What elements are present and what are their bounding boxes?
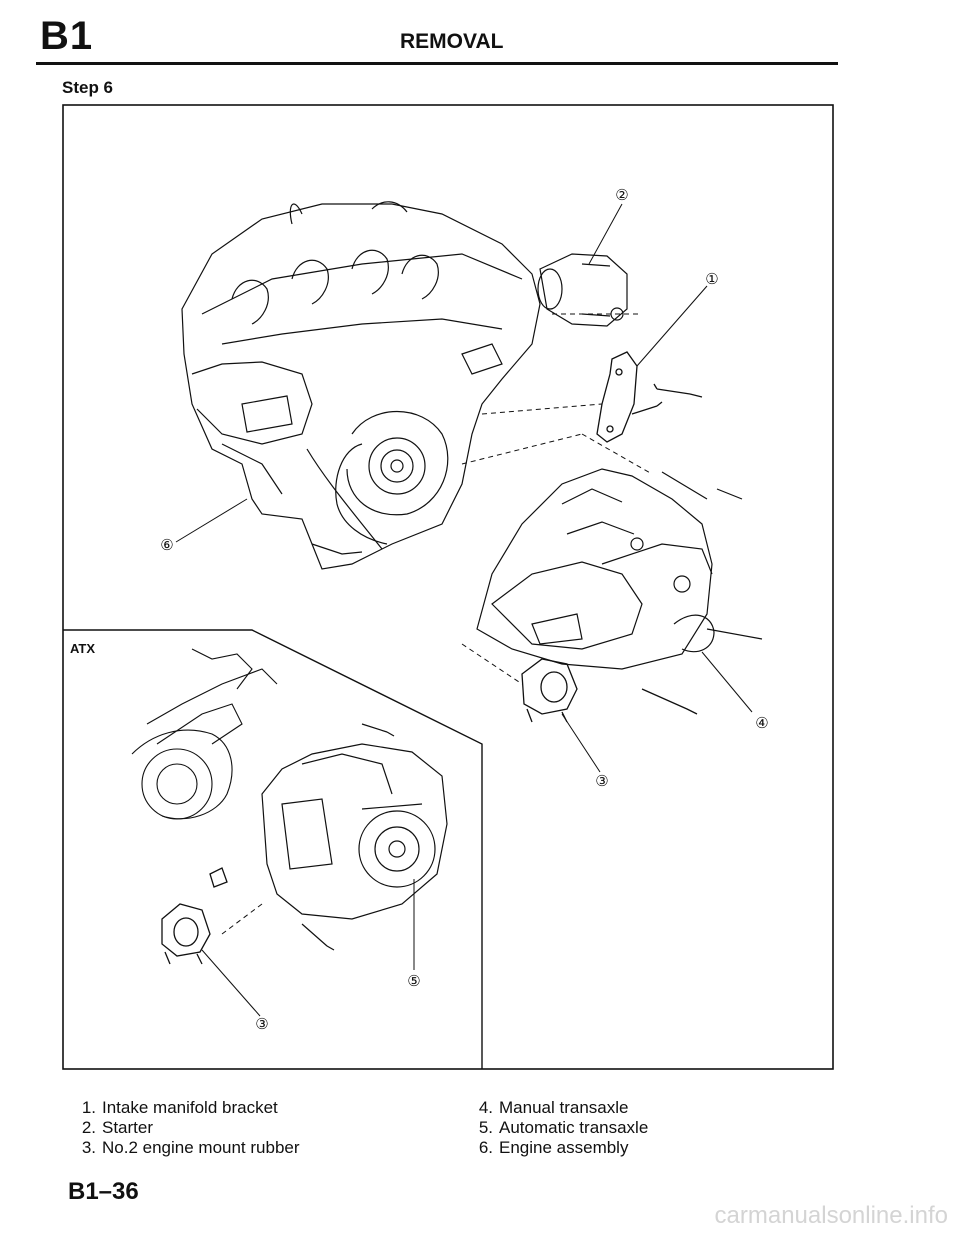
exploded-diagram: ② ① ⑥ ④ ③ ⑤ ③ ATX bbox=[62, 104, 834, 1070]
legend-item: 2. Starter bbox=[70, 1118, 300, 1138]
atx-inset-border bbox=[63, 629, 483, 1069]
explode-lines bbox=[221, 313, 653, 935]
legend-text: Automatic transaxle bbox=[499, 1118, 649, 1137]
callout-3-atx: ③ bbox=[255, 1016, 268, 1033]
atx-label: ATX bbox=[70, 641, 95, 656]
legend-item: 6. Engine assembly bbox=[467, 1138, 648, 1158]
legend-item: 5. Automatic transaxle bbox=[467, 1118, 648, 1138]
callout-5: ⑤ bbox=[407, 973, 420, 990]
manual-transaxle-drawing bbox=[476, 468, 763, 670]
step-label: Step 6 bbox=[62, 78, 114, 97]
legend-text: No.2 engine mount rubber bbox=[102, 1138, 300, 1157]
watermark: carmanualsonline.info bbox=[714, 1202, 948, 1229]
legend-number: 2. bbox=[81, 1118, 96, 1137]
starter-drawing bbox=[537, 253, 628, 327]
callout-2: ② bbox=[615, 187, 628, 204]
header-rule bbox=[36, 62, 838, 65]
figure-frame bbox=[62, 104, 834, 1070]
page-title: REMOVAL bbox=[400, 30, 504, 53]
page-number: B1–36 bbox=[68, 1178, 139, 1205]
atx-engine-drawing bbox=[131, 648, 278, 820]
automatic-transaxle-drawing bbox=[261, 723, 448, 951]
callout-6: ⑥ bbox=[160, 537, 173, 554]
callout-1: ① bbox=[705, 271, 718, 288]
legend-item: 3. No.2 engine mount rubber bbox=[70, 1138, 300, 1158]
legend-number: 6. bbox=[478, 1138, 493, 1157]
legend-number: 5. bbox=[478, 1118, 493, 1137]
legend-text: Engine assembly bbox=[499, 1138, 629, 1157]
legend-item: 1. Intake manifold bracket bbox=[70, 1098, 300, 1118]
legend-text: Manual transaxle bbox=[499, 1098, 629, 1117]
legend-text: Starter bbox=[102, 1118, 154, 1137]
callout-3-mtx: ③ bbox=[595, 773, 608, 790]
legend-left: 1. Intake manifold bracket 2. Starter 3.… bbox=[70, 1098, 300, 1158]
callout-4: ④ bbox=[755, 715, 768, 732]
legend-right: 4. Manual transaxle 5. Automatic transax… bbox=[467, 1098, 648, 1158]
legend-text: Intake manifold bracket bbox=[102, 1098, 278, 1117]
legend-number: 4. bbox=[478, 1098, 493, 1117]
intake-manifold-bracket-drawing bbox=[596, 351, 703, 443]
legend-item: 4. Manual transaxle bbox=[467, 1098, 648, 1118]
leader-lines bbox=[175, 203, 753, 1017]
section-code: B1 bbox=[40, 14, 94, 58]
engine-assembly-drawing bbox=[181, 201, 541, 570]
engine-mount-rubber-atx-drawing bbox=[161, 867, 228, 965]
legend-number: 3. bbox=[81, 1138, 96, 1157]
legend-number: 1. bbox=[81, 1098, 96, 1117]
